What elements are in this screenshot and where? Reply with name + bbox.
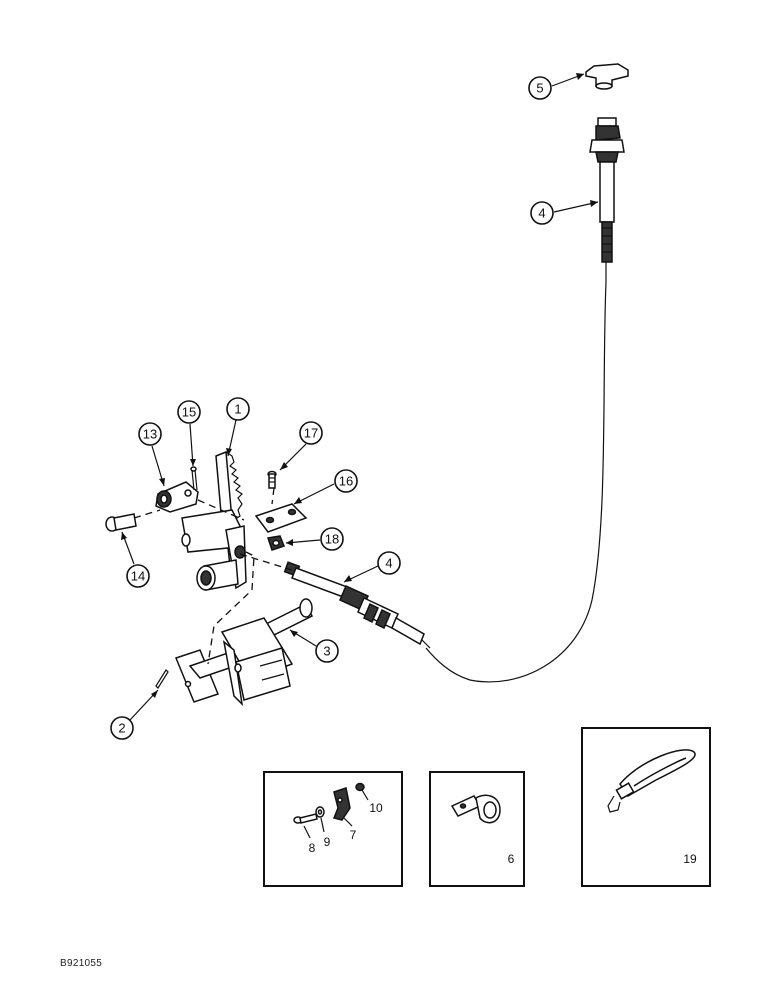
svg-text:15: 15 xyxy=(182,405,196,420)
callout-4-lower: 4 xyxy=(343,551,401,583)
svg-text:2: 2 xyxy=(118,721,125,736)
svg-text:1: 1 xyxy=(234,402,241,417)
callout-3: 3 xyxy=(289,629,339,663)
knob-part xyxy=(585,63,629,90)
callout-13: 13 xyxy=(138,422,165,487)
callout-4-top: 4 xyxy=(530,200,599,225)
svg-text:4: 4 xyxy=(385,556,392,571)
label-7: 7 xyxy=(350,828,357,842)
label-10: 10 xyxy=(369,801,383,815)
cable-end-part xyxy=(283,561,431,649)
callout-14: 14 xyxy=(121,531,150,588)
label-9: 9 xyxy=(324,835,331,849)
callout-15: 15 xyxy=(177,400,201,467)
clevis-part xyxy=(155,481,199,513)
nut-part xyxy=(267,535,285,551)
svg-text:13: 13 xyxy=(143,427,157,442)
callout-17: 17 xyxy=(279,421,323,471)
cable-head-part xyxy=(589,117,625,282)
callout-16: 16 xyxy=(293,469,358,505)
callout-1: 1 xyxy=(226,397,250,457)
drawing-id: B921055 xyxy=(60,958,103,969)
svg-text:16: 16 xyxy=(339,474,353,489)
svg-text:18: 18 xyxy=(325,532,339,547)
control-cable xyxy=(425,281,607,683)
plate-part xyxy=(254,503,308,533)
pedal-frame xyxy=(175,617,294,707)
label-6: 6 xyxy=(508,852,515,866)
svg-text:14: 14 xyxy=(131,569,145,584)
callout-5: 5 xyxy=(528,73,585,100)
label-8: 8 xyxy=(309,841,316,855)
cotter-pin-part xyxy=(190,466,198,491)
svg-text:5: 5 xyxy=(536,81,543,96)
svg-text:4: 4 xyxy=(538,206,545,221)
callout-18: 18 xyxy=(285,527,344,551)
clevis-pin-part xyxy=(105,513,137,532)
svg-text:3: 3 xyxy=(323,644,330,659)
cotter-pin-small-part xyxy=(155,669,169,689)
inset-box-strap: 19 xyxy=(581,727,711,887)
pedal-bracket xyxy=(181,509,247,591)
callout-2: 2 xyxy=(110,689,159,740)
inset-box-clamp-hardware: 8 9 7 10 xyxy=(263,771,403,887)
inset-box-clip: 6 xyxy=(429,771,525,887)
svg-text:17: 17 xyxy=(304,426,318,441)
assembly-lines xyxy=(133,487,293,665)
bolt-part xyxy=(267,470,277,489)
label-19: 19 xyxy=(683,852,697,866)
